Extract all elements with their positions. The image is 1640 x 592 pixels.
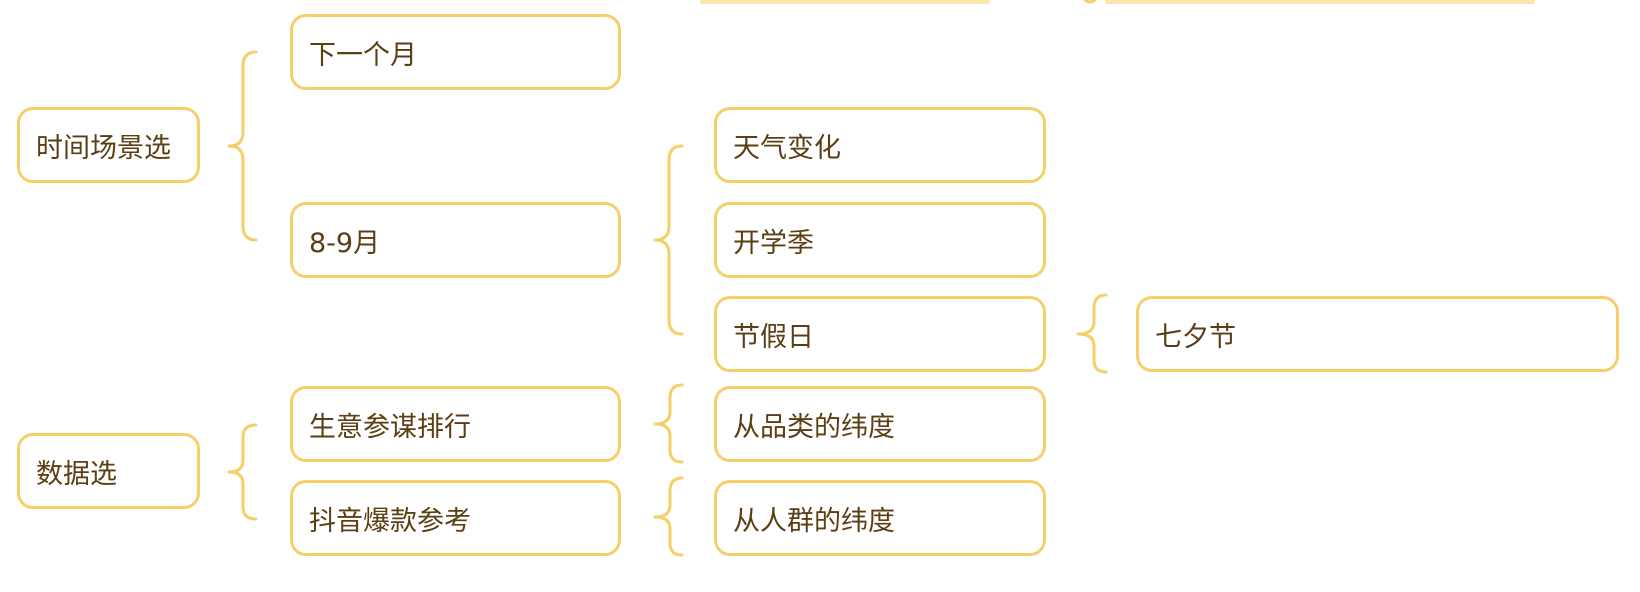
brace-top-clipped (1083, 0, 1097, 4)
node-school-season[interactable]: 开学季 (714, 202, 1046, 278)
brace-douyin-ref (653, 476, 684, 557)
node-holidays[interactable]: 节假日 (714, 296, 1046, 372)
node-next-month[interactable]: 下一个月 (290, 14, 621, 90)
node-douyin-hits-reference[interactable]: 抖音爆款参考 (290, 480, 621, 556)
clipped-node-edge (700, 0, 990, 4)
node-weather-change[interactable]: 天气变化 (714, 107, 1046, 183)
brace-biz-ranking (653, 383, 684, 464)
brace-holiday (1076, 293, 1108, 374)
brace-time-scene (227, 50, 258, 242)
node-aug-sep[interactable]: 8-9月 (290, 202, 621, 278)
node-data-select[interactable]: 数据选 (17, 433, 200, 509)
node-biz-advisor-ranking[interactable]: 生意参谋排行 (290, 386, 621, 462)
brace-aug-sep (653, 144, 684, 336)
node-qixi-festival[interactable]: 七夕节 (1136, 296, 1619, 372)
clipped-node-edge (1105, 0, 1535, 4)
brace-data-select (227, 423, 258, 521)
node-category-dimension[interactable]: 从品类的纬度 (714, 386, 1046, 462)
node-time-scene[interactable]: 时间场景选 (17, 107, 200, 183)
node-audience-dimension[interactable]: 从人群的纬度 (714, 480, 1046, 556)
